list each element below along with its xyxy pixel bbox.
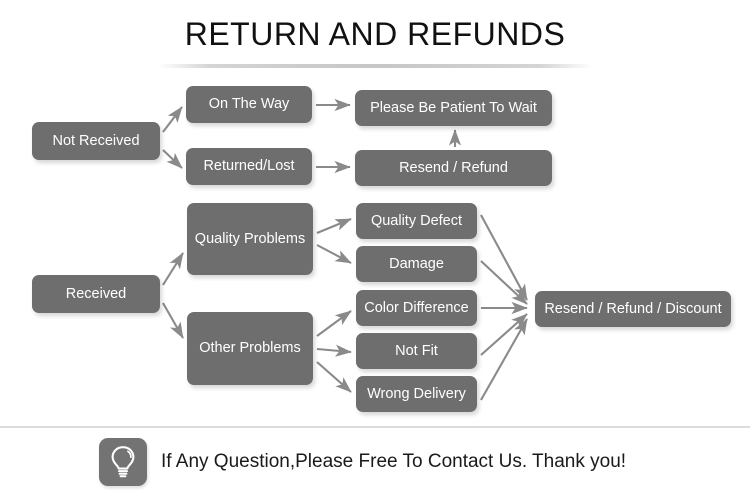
node-quality-defect[interactable]: Quality Defect bbox=[356, 203, 477, 239]
edge-other-problems-to-color-difference bbox=[316, 310, 352, 337]
page-title: RETURN AND REFUNDS bbox=[184, 16, 566, 52]
node-not-received[interactable]: Not Received bbox=[32, 122, 160, 160]
lightbulb-badge bbox=[99, 438, 147, 486]
edge-not-received-to-on-the-way bbox=[162, 106, 183, 133]
edge-not-received-to-returned-lost bbox=[162, 149, 183, 169]
footer-text: If Any Question,Please Free To Contact U… bbox=[161, 451, 627, 472]
node-please-be-patient-to-wait[interactable]: Please Be Patient To Wait bbox=[355, 90, 552, 126]
node-wrong-delivery[interactable]: Wrong Delivery bbox=[356, 376, 477, 412]
edge-quality-problems-to-damage bbox=[316, 244, 352, 264]
edge-other-problems-to-not-fit bbox=[316, 344, 352, 357]
node-resend-refund[interactable]: Resend / Refund bbox=[355, 150, 552, 186]
node-quality-problems[interactable]: Quality Problems bbox=[187, 203, 313, 275]
title-divider bbox=[158, 64, 592, 68]
node-other-problems[interactable]: Other Problems bbox=[187, 312, 313, 385]
node-damage[interactable]: Damage bbox=[356, 246, 477, 282]
footer-divider bbox=[0, 426, 750, 428]
node-returned-lost[interactable]: Returned/Lost bbox=[186, 148, 312, 185]
edge-received-to-other-problems bbox=[162, 302, 184, 339]
edge-not-fit-to-final bbox=[480, 313, 528, 356]
edge-wrong-delivery-to-final bbox=[480, 318, 528, 401]
edge-quality-defect-to-final bbox=[480, 214, 528, 301]
lightbulb-icon bbox=[111, 446, 135, 478]
node-resend-refund-discount[interactable]: Resend / Refund / Discount bbox=[535, 291, 731, 327]
footer: If Any Question,Please Free To Contact U… bbox=[99, 438, 626, 486]
node-color-difference[interactable]: Color Difference bbox=[356, 290, 477, 326]
node-received[interactable]: Received bbox=[32, 275, 160, 313]
edge-damage-to-final bbox=[480, 260, 528, 305]
edge-received-to-quality-problems bbox=[162, 252, 184, 286]
node-not-fit[interactable]: Not Fit bbox=[356, 333, 477, 369]
node-on-the-way[interactable]: On The Way bbox=[186, 86, 312, 123]
edge-other-problems-to-wrong-delivery bbox=[316, 361, 352, 393]
edge-quality-problems-to-quality-defect bbox=[316, 218, 352, 234]
